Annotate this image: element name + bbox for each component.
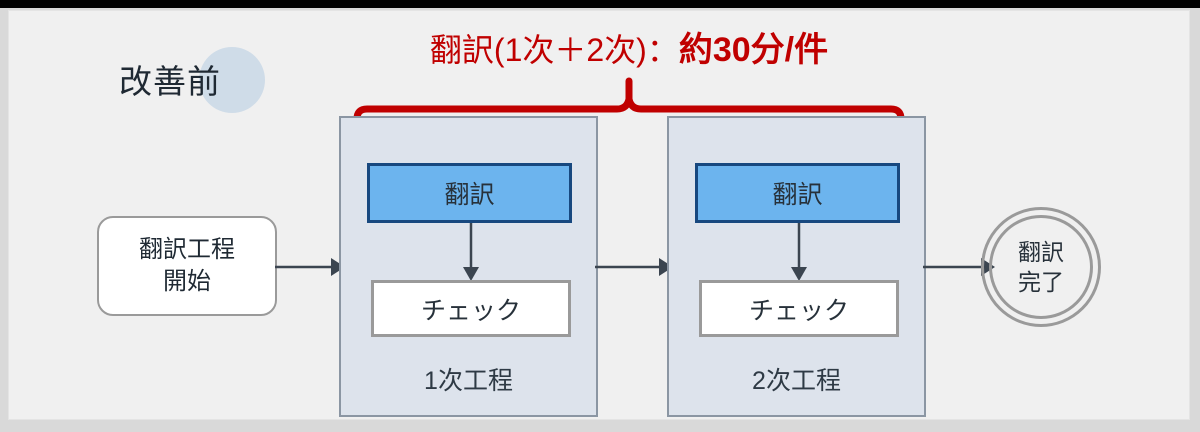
check-step-label-2: チェック — [748, 296, 849, 325]
end-node-line1: 翻訳 — [1018, 239, 1064, 265]
inner-arrow-translate-to-check-1 — [463, 223, 479, 281]
headline-light-text: 翻訳(1次＋2次)： — [429, 32, 679, 68]
translate-step-box-1[interactable]: 翻訳 — [367, 163, 572, 223]
connector-arrow-start-to-group1 — [275, 258, 345, 276]
diagram-canvas: 改善前 翻訳(1次＋2次)：約30分/件 翻訳工程 開始 翻訳 — [8, 10, 1190, 420]
end-node-inner-ring: 翻訳 完了 — [989, 215, 1093, 319]
before-improvement-label: 改善前 — [119, 63, 221, 100]
process-group-label-1: 1次工程 — [424, 367, 513, 395]
connector-arrow-group1-to-group2 — [595, 258, 673, 276]
translate-step-label-1: 翻訳 — [444, 181, 495, 209]
inner-arrow-translate-to-check-2 — [791, 223, 807, 281]
check-step-box-2[interactable]: チェック — [699, 280, 899, 337]
red-brace-bracket — [353, 77, 905, 139]
end-node-line2: 完了 — [1018, 269, 1064, 295]
process-group-secondary[interactable]: 翻訳 チェック 2次工程 — [667, 116, 926, 417]
translate-step-box-2[interactable]: 翻訳 — [695, 163, 900, 223]
process-group-primary[interactable]: 翻訳 チェック 1次工程 — [339, 116, 598, 417]
check-step-box-1[interactable]: チェック — [371, 280, 571, 337]
badge-circle-decoration — [199, 47, 265, 113]
start-node-line1: 翻訳工程 — [139, 236, 235, 263]
start-node-line2: 開始 — [163, 268, 211, 295]
headline-bold-text: 約30分/件 — [678, 31, 829, 69]
headline: 翻訳(1次＋2次)：約30分/件 — [369, 31, 889, 69]
start-node[interactable]: 翻訳工程 開始 — [97, 216, 277, 316]
check-step-label-1: チェック — [420, 296, 521, 325]
top-black-bar — [0, 0, 1200, 8]
translate-step-label-2: 翻訳 — [772, 181, 823, 209]
end-node[interactable]: 翻訳 完了 — [981, 207, 1101, 327]
end-node-outer-ring — [981, 207, 1101, 327]
process-group-label-2: 2次工程 — [752, 367, 841, 395]
